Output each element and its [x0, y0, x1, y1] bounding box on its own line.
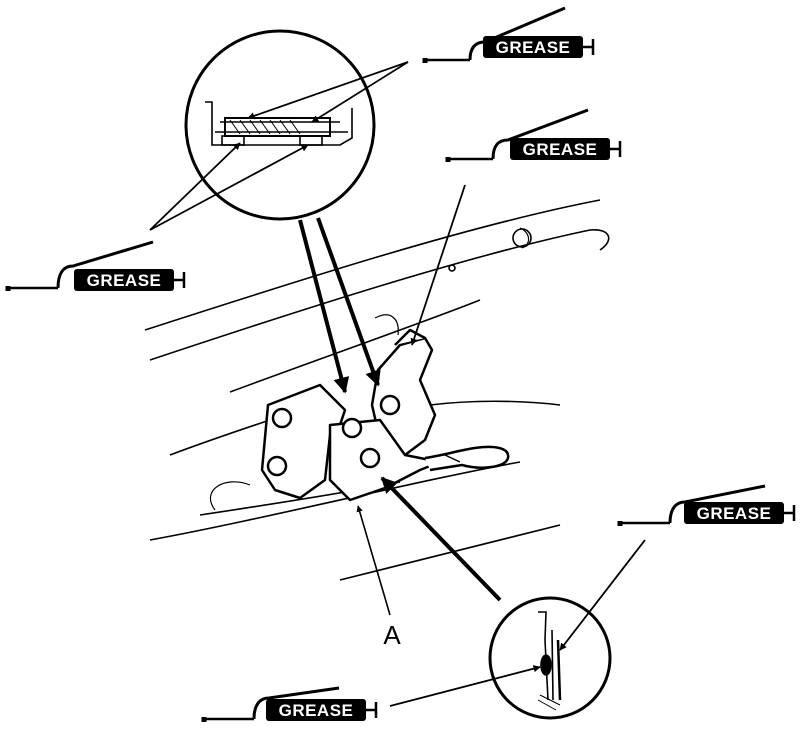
grease-gun-icon: GREASE	[617, 484, 796, 526]
detail-view-pivot	[184, 29, 376, 221]
grease-label: GREASE	[523, 140, 598, 159]
hood-latch	[260, 328, 510, 502]
mounting-bolt	[271, 407, 293, 429]
grease-label: GREASE	[87, 271, 162, 290]
detail-view-cable	[488, 596, 612, 720]
grease-label: GREASE	[279, 701, 354, 720]
grease-gun-icon: GREASE	[422, 6, 595, 63]
grease-gun-icon: GREASE	[201, 686, 378, 722]
grease-label: GREASE	[697, 504, 772, 523]
grease-gun-icon: GREASE	[5, 240, 186, 291]
grease-label: GREASE	[496, 38, 571, 57]
reference-label-a: A	[383, 620, 401, 650]
pointer-lines	[149, 61, 646, 707]
grease-gun-icon: GREASE	[445, 108, 622, 162]
mounting-bolt	[266, 455, 288, 477]
hood-panel	[144, 199, 610, 581]
